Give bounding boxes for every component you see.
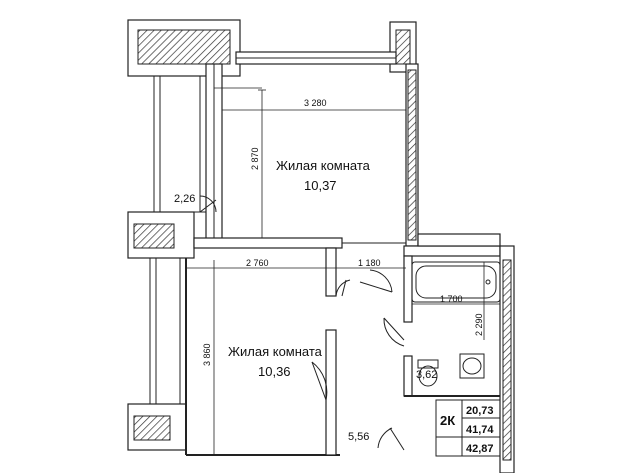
door-room1: [335, 279, 351, 297]
room-name-1: Жилая комната: [276, 158, 371, 173]
room-area-2: 10,36: [258, 364, 291, 379]
door-balcony: [199, 195, 217, 213]
dim-room1-width: [221, 106, 407, 114]
dim-label-room1-depth: 2 870: [250, 147, 260, 170]
apartment-type: 2К: [440, 413, 455, 428]
area-balcony: 2,26: [174, 193, 195, 205]
area-bathroom: 3,62: [416, 369, 437, 381]
total-area-value: 41,74: [466, 424, 494, 436]
room-area-1: 10,37: [304, 178, 337, 193]
sink-icon: [459, 353, 485, 379]
dim-label-room1-width: 3 280: [304, 98, 327, 108]
door-bathroom: [383, 317, 405, 347]
door-room2: [311, 361, 328, 401]
area-hallway: 5,56: [348, 431, 369, 443]
bathtub-icon: [411, 261, 501, 303]
door-corridor: [359, 269, 393, 293]
door-entrance: [377, 427, 405, 451]
toilet-icon: [417, 359, 439, 387]
balcony-frame: [153, 76, 207, 213]
room-name-2: Жилая комната: [228, 344, 323, 359]
living-area-value: 20,73: [466, 405, 494, 417]
column-top-left: [127, 19, 241, 77]
dim-bath: [412, 262, 500, 340]
dim-label-bath-width: 1 700: [440, 294, 463, 304]
column-middle-left: [127, 211, 195, 259]
title-block: [435, 399, 501, 457]
column-bottom-left: [127, 403, 187, 451]
total-with-balcony-value: 42,87: [466, 443, 494, 455]
dim-room1-depth: [258, 89, 266, 238]
window-lower-left: [149, 258, 187, 404]
wall-partition-1: [193, 237, 343, 249]
dim-label-room2-depth: 3 860: [202, 343, 212, 366]
dim-label-room2-width: 2 760: [246, 258, 269, 268]
dim-label-bath-depth: 2 290: [474, 313, 484, 336]
dim-label-corridor-width: 1 180: [358, 258, 381, 268]
dim-room2-width: [185, 264, 406, 272]
